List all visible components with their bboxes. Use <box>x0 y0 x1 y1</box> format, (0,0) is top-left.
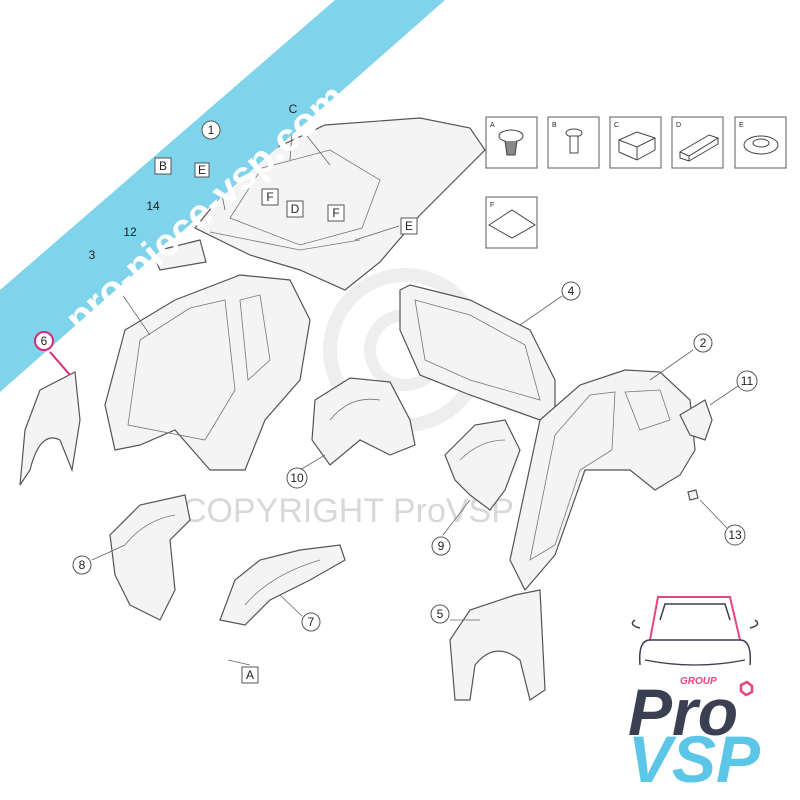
callout-7: 7 <box>301 612 321 632</box>
part-fender-5 <box>449 589 546 701</box>
callout-11: 11 <box>736 370 758 392</box>
callouts: 1 C B E 14 12 F D F E 3 4 2 11 6 10 9 13… <box>34 102 758 684</box>
svg-text:C: C <box>289 102 298 116</box>
part-wheel-arch-10 <box>311 377 416 466</box>
svg-text:12: 12 <box>123 225 137 239</box>
callout-14: 14 <box>146 199 160 213</box>
svg-text:F: F <box>490 202 494 209</box>
part-wheel-arch-9 <box>444 419 521 511</box>
callout-f-right: F <box>327 204 345 222</box>
svg-text:A: A <box>246 668 254 682</box>
svg-text:F: F <box>332 206 339 220</box>
svg-text:5: 5 <box>437 607 444 621</box>
logo-group-text: GROUP <box>680 676 717 687</box>
svg-text:E: E <box>198 163 206 177</box>
svg-text:C: C <box>614 122 619 129</box>
callout-e-left: E <box>194 162 210 178</box>
legend-a-clip: A <box>485 116 538 169</box>
callout-5: 5 <box>430 604 450 624</box>
part-side-frame-right <box>509 369 696 592</box>
callout-c: C <box>289 102 298 116</box>
legend-d-strip: D <box>671 116 724 169</box>
callout-4: 4 <box>561 281 581 301</box>
callout-1: 1 <box>201 120 221 140</box>
svg-text:9: 9 <box>438 539 445 553</box>
callout-8: 8 <box>72 555 92 575</box>
svg-text:11: 11 <box>741 374 754 388</box>
callout-10: 10 <box>286 467 308 489</box>
callout-d: D <box>286 200 304 218</box>
legend-c-block: C <box>609 116 662 169</box>
svg-text:4: 4 <box>568 284 575 298</box>
callout-13: 13 <box>724 524 746 546</box>
callout-12: 12 <box>123 225 137 239</box>
svg-text:2: 2 <box>700 336 707 350</box>
part-pad-13 <box>687 489 699 501</box>
svg-text:3: 3 <box>89 248 96 262</box>
svg-text:B: B <box>159 159 167 173</box>
svg-text:6: 6 <box>41 334 48 348</box>
svg-text:10: 10 <box>290 471 304 485</box>
callout-9: 9 <box>431 536 451 556</box>
part-windshield-frame <box>399 284 556 421</box>
svg-text:D: D <box>291 202 300 216</box>
svg-text:B: B <box>552 122 557 129</box>
svg-text:8: 8 <box>79 558 86 572</box>
svg-text:F: F <box>266 190 273 204</box>
part-trim-12 <box>151 239 207 271</box>
part-side-frame-left <box>104 274 311 471</box>
callout-2: 2 <box>693 333 713 353</box>
part-wheel-arch-8 <box>109 494 191 621</box>
callout-f-left: F <box>261 188 279 206</box>
svg-text:A: A <box>490 122 495 129</box>
legend-f-pad: F <box>485 196 538 249</box>
legend-b-rivet: B <box>547 116 600 169</box>
svg-text:1: 1 <box>208 123 215 137</box>
provsp-logo: GROUP Pro VSP <box>628 596 761 796</box>
svg-text:7: 7 <box>308 615 315 629</box>
logo-pro-text: Pro <box>628 675 738 749</box>
part-front-fender-6 <box>19 371 81 486</box>
svg-text:E: E <box>405 219 413 233</box>
callout-b: B <box>154 157 172 175</box>
legend-e-washer: E <box>734 116 787 169</box>
svg-text:13: 13 <box>728 528 742 542</box>
callout-3: 3 <box>89 248 96 262</box>
callout-6: 6 <box>34 331 54 351</box>
fastener-legend: A B C D E F <box>485 116 787 249</box>
svg-text:E: E <box>739 122 744 129</box>
callout-e-right: E <box>400 217 418 235</box>
part-cap-11 <box>679 399 713 441</box>
watermark-text: COPYRIGHT ProVSP <box>182 492 514 530</box>
part-wheel-arch-7 <box>219 544 346 626</box>
svg-text:14: 14 <box>146 199 160 213</box>
svg-text:D: D <box>676 122 681 129</box>
callout-a: A <box>241 666 259 684</box>
logo-vsp-text: VSP <box>628 722 761 796</box>
part-roof <box>194 117 486 291</box>
